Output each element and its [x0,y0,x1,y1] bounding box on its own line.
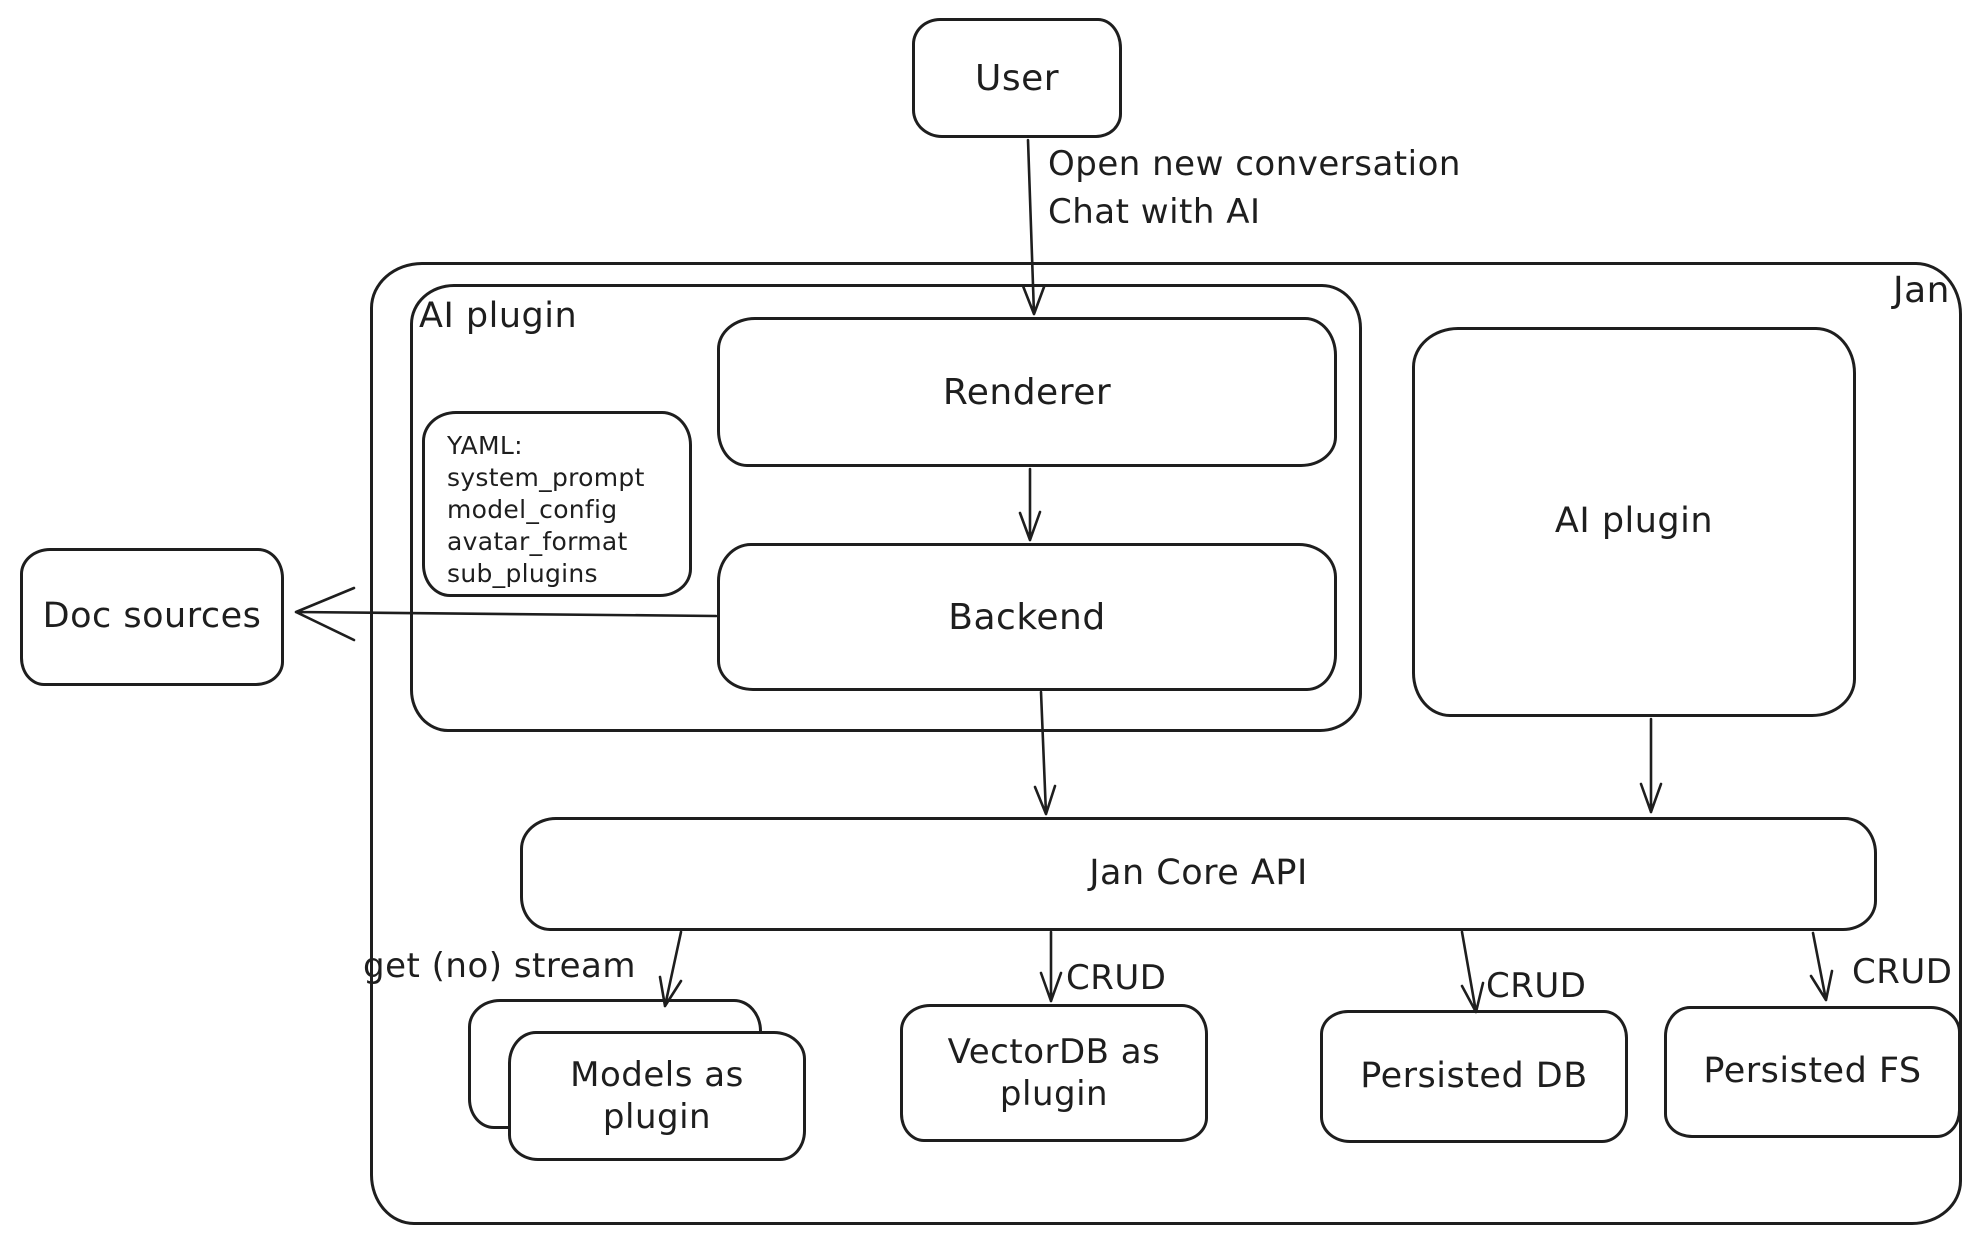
vectordb-as-plugin-node-label: VectorDB as plugin [947,1031,1161,1115]
ai-plugin-right-node: AI plugin [1412,327,1856,717]
renderer-node-label: Renderer [942,371,1112,413]
ai-plugin-container [410,284,1362,732]
persisted-fs-node: Persisted FS [1664,1006,1961,1138]
backend-node: Backend [717,543,1337,691]
ai-plugin-right-node-label: AI plugin [1554,501,1714,542]
persisted-fs-node-label: Persisted FS [1703,1051,1922,1092]
yaml-note-line: sub_plugins [447,559,598,588]
user-node-label: User [974,57,1060,99]
yaml-note-line: model_config [447,495,618,524]
edge-label-crud-persisted-db: CRUD [1486,966,1587,1006]
jan-container [370,262,1962,1225]
jan-container-label: Jan [1893,270,1950,311]
user-node: User [912,18,1122,138]
edge-label-crud-vectordb: CRUD [1066,958,1167,998]
jan-core-api-node: Jan Core API [520,817,1877,931]
yaml-note-line: YAML: [447,431,523,460]
yaml-note-line: system_prompt [447,463,645,492]
persisted-db-node: Persisted DB [1320,1010,1628,1143]
renderer-node: Renderer [717,317,1337,467]
yaml-note: YAML: system_prompt model_config avatar_… [422,411,692,597]
yaml-note-line: avatar_format [447,527,628,556]
doc-sources-node: Doc sources [20,548,284,686]
edge-label-chat-with-ai: Chat with AI [1048,192,1261,232]
edge-label-crud-persisted-fs: CRUD [1852,952,1953,992]
edge-label-user-to-renderer: Open new conversation Chat with AI [1048,140,1461,236]
backend-node-label: Backend [948,596,1106,638]
ai-plugin-container-label: AI plugin [419,296,578,336]
models-as-plugin-node-label: Models as plugin [570,1054,744,1138]
models-as-plugin-node: Models as plugin [508,1031,806,1161]
edge-label-get-no-stream: get (no) stream [363,946,636,986]
jan-core-api-node-label: Jan Core API [1089,853,1308,894]
doc-sources-node-label: Doc sources [42,596,262,637]
vectordb-as-plugin-node: VectorDB as plugin [900,1004,1208,1142]
persisted-db-node-label: Persisted DB [1360,1055,1588,1096]
edge-label-open-conversation: Open new conversation [1048,144,1461,184]
